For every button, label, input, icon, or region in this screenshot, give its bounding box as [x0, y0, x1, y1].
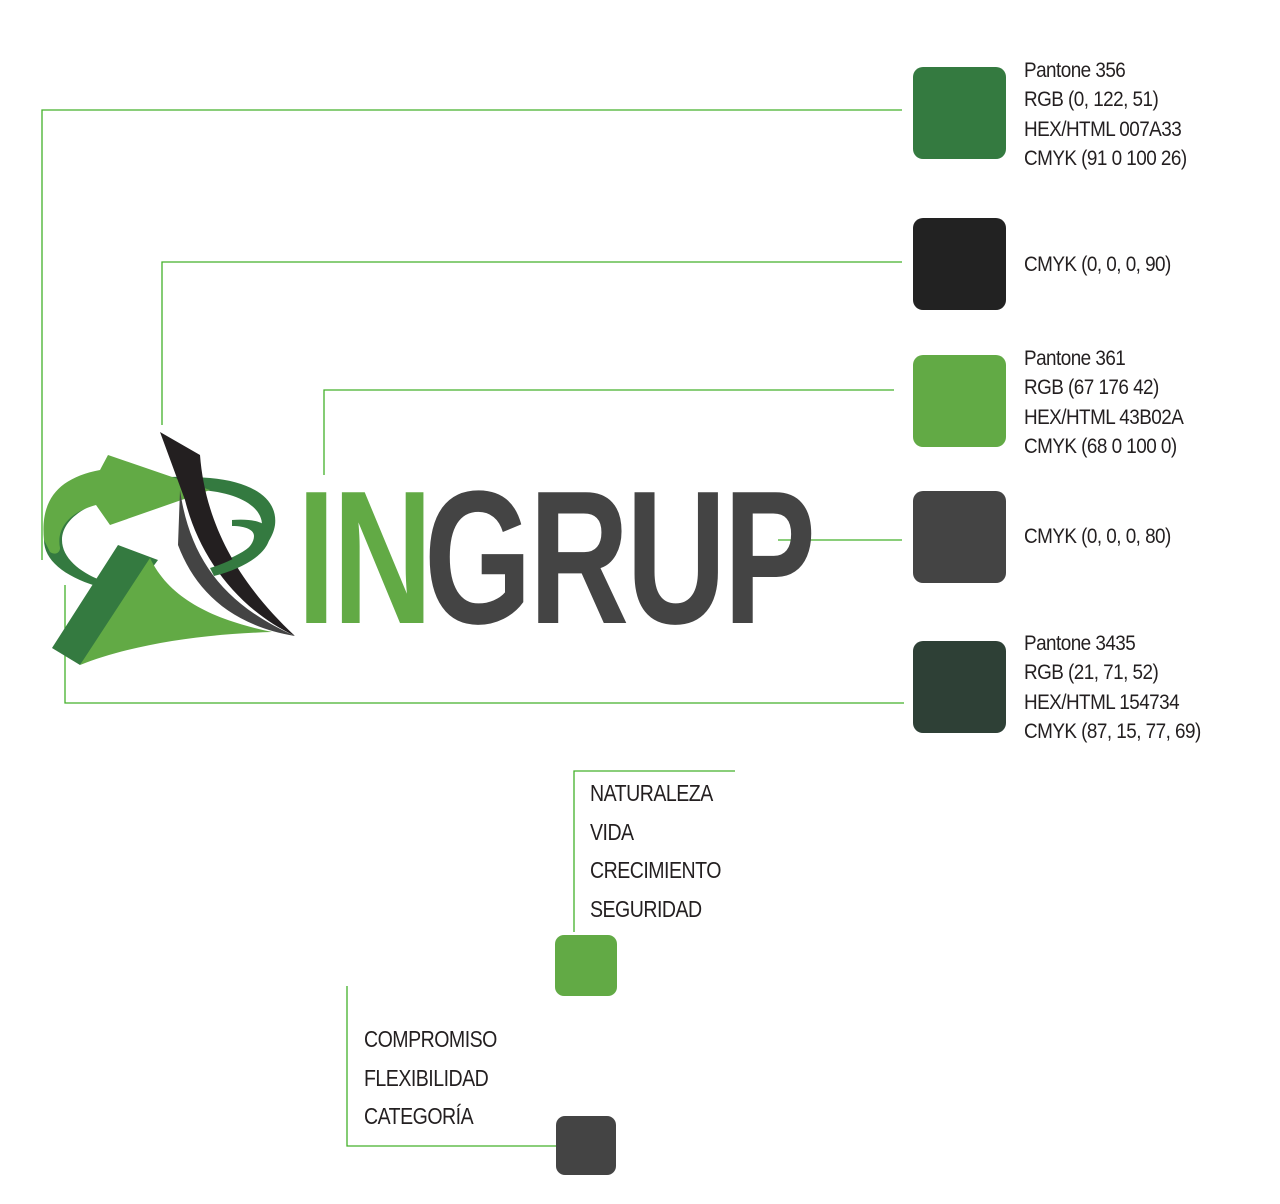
- logo-ring-front: [210, 519, 270, 576]
- swatch-square: [913, 641, 1006, 733]
- logo-wordmark-grup: GRUP: [424, 452, 816, 664]
- swatch-line: CMYK (0, 0, 0, 80): [1024, 525, 1171, 548]
- swatch-line: RGB (0, 122, 51): [1024, 88, 1159, 112]
- swatch-label-pantone-361: Pantone 361 RGB (67 176 42) HEX/HTML 43B…: [1024, 344, 1184, 461]
- values-green-square: [555, 935, 617, 996]
- value-keyword: CATEGORÍA: [364, 1103, 474, 1130]
- swatch-label-pantone-3435: Pantone 3435 RGB (21, 71, 52) HEX/HTML 1…: [1024, 629, 1201, 746]
- connector-values-gray: [346, 986, 556, 1147]
- connector-pantone-361: [323, 389, 894, 475]
- swatch-line: RGB (67 176 42): [1024, 376, 1159, 400]
- logo-wordmark-in: IN: [297, 452, 433, 664]
- swatch-line: CMYK (91 0 100 26): [1024, 146, 1187, 170]
- value-keyword: NATURALEZA: [590, 780, 713, 806]
- values-green-list: NATURALEZA VIDA CRECIMIENTO SEGURIDAD: [590, 774, 721, 929]
- swatch-line: HEX/HTML 154734: [1024, 690, 1180, 714]
- swatch-line: CMYK (87, 15, 77, 69): [1024, 719, 1201, 743]
- logo-lower-shaft: [52, 545, 158, 665]
- swatch-line: RGB (21, 71, 52): [1024, 661, 1159, 685]
- swatch-line: Pantone 3435: [1024, 632, 1136, 655]
- connector-pantone-3435: [64, 585, 904, 704]
- connector-values-green: [573, 770, 735, 932]
- swatch-line: Pantone 356: [1024, 59, 1126, 82]
- swatch-label-pantone-356: Pantone 356 RGB (0, 122, 51) HEX/HTML 00…: [1024, 56, 1187, 173]
- connector-black-90: [161, 261, 902, 425]
- swatch-label-black-90: CMYK (0, 0, 0, 90): [1024, 250, 1171, 279]
- values-gray-square: [556, 1116, 616, 1175]
- logo-black-swoosh: [160, 432, 295, 636]
- swatch-line: Pantone 361: [1024, 347, 1126, 370]
- swatch-squares: [555, 67, 1006, 1175]
- swatch-line: CMYK (0, 0, 0, 90): [1024, 253, 1171, 276]
- swatch-square: [913, 355, 1006, 447]
- swatch-square: [913, 218, 1006, 310]
- value-keyword: FLEXIBILIDAD: [364, 1064, 489, 1091]
- connector-pantone-356: [41, 109, 902, 560]
- swatch-line: CMYK (68 0 100 0): [1024, 434, 1177, 458]
- logo-curved-arrow: [43, 455, 210, 554]
- logo-gray-swoosh: [178, 490, 295, 636]
- value-keyword: CRECIMIENTO: [590, 857, 721, 884]
- logo-symbol: [43, 432, 295, 665]
- connector-lines: [41, 109, 904, 1147]
- swatch-square: [913, 67, 1006, 159]
- values-gray-list: COMPROMISO FLEXIBILIDAD CATEGORÍA: [364, 1020, 497, 1136]
- value-keyword: VIDA: [590, 818, 634, 845]
- swatch-label-black-80: CMYK (0, 0, 0, 80): [1024, 522, 1171, 551]
- value-keyword: COMPROMISO: [364, 1026, 497, 1052]
- swatch-square: [913, 491, 1006, 583]
- swatch-line: HEX/HTML 007A33: [1024, 117, 1182, 141]
- swatch-line: HEX/HTML 43B02A: [1024, 405, 1184, 429]
- logo-triangle: [80, 558, 272, 665]
- value-keyword: SEGURIDAD: [590, 896, 702, 923]
